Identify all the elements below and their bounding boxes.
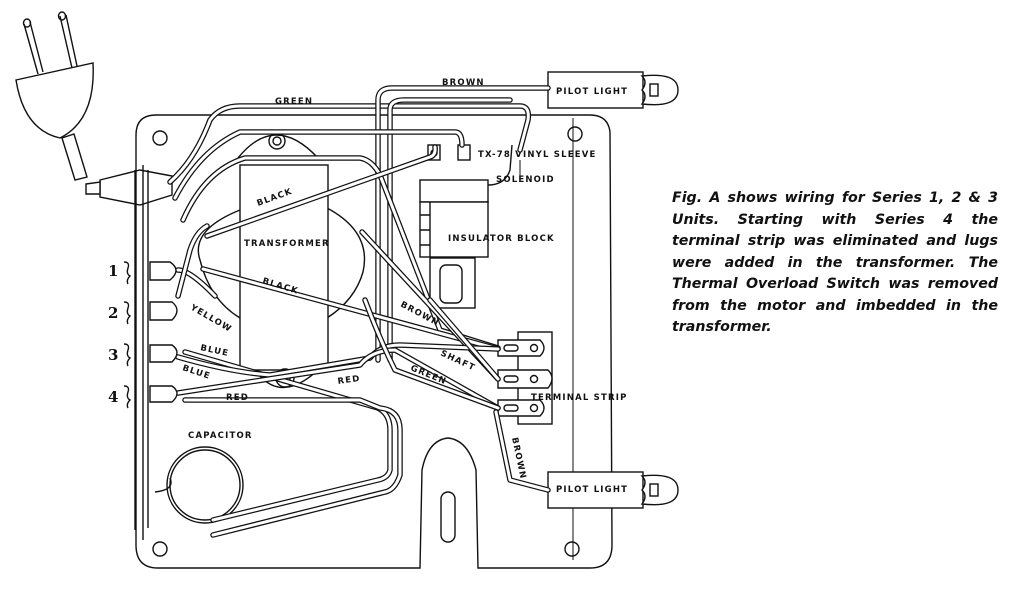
terminal-number-4: 4 (108, 388, 118, 406)
solenoid-assembly: SOLENOID INSULATOR BLOCK TX-78 VINYL SLE… (419, 144, 597, 309)
wire-label-red-right: RED (337, 374, 361, 387)
insulator-block-label: INSULATOR BLOCK (448, 234, 555, 244)
transformer-label: TRANSFORMER (244, 239, 330, 249)
terminal-number-2: 2 (108, 304, 118, 322)
capacitor-label: CAPACITOR (188, 431, 253, 441)
pilot-light-top: PILOT LIGHT (547, 71, 679, 109)
wire-label-brown-bottom: BROWN (509, 437, 528, 481)
wire-label-green-top: GREEN (275, 97, 313, 107)
pilot-light-bottom-label: PILOT LIGHT (556, 485, 628, 495)
pilot-light-bottom: PILOT LIGHT (547, 471, 679, 509)
figure-caption: Fig. A shows wiring for Series 1, 2 & 3 … (672, 190, 998, 335)
pilot-light-top-label: PILOT LIGHT (556, 87, 628, 97)
solenoid-label: SOLENOID (496, 175, 555, 185)
terminal-strip-label: TERMINAL STRIP (531, 393, 628, 403)
wire-label-red-lower: RED (226, 393, 249, 403)
terminal-number-3: 3 (108, 346, 118, 364)
left-terminals: 1 2 3 4 (108, 261, 178, 409)
wires (167, 85, 551, 538)
power-plug (15, 11, 173, 206)
terminal-number-1: 1 (108, 262, 118, 280)
wire-label-brown-top: BROWN (442, 78, 485, 88)
terminal-strip: TERMINAL STRIP (497, 331, 628, 425)
capacitor: CAPACITOR (154, 431, 253, 524)
vinyl-sleeve-label: TX-78 VINYL SLEEVE (478, 150, 597, 160)
